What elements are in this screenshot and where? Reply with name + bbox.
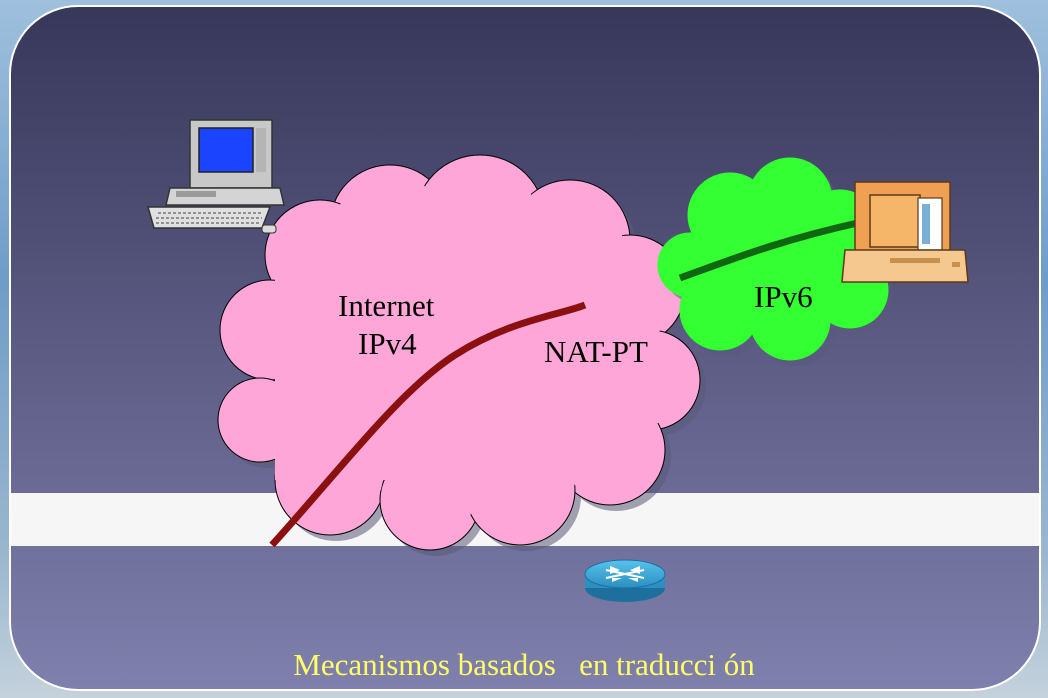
ipv4-link-line — [269, 301, 587, 548]
ipv6-cloud-label: IPv6 — [754, 279, 813, 314]
ipv4-cloud-label-line2: IPv4 — [358, 326, 417, 361]
router-icon — [584, 559, 666, 602]
slide-caption: Mecanismos basados en traducci ón — [293, 647, 755, 682]
ipv6-computer-icon — [841, 181, 969, 283]
ipv4-cloud-fill — [228, 166, 690, 540]
nat-pt-label: NAT-PT — [544, 334, 648, 369]
ipv6-link-line — [678, 218, 863, 282]
ipv4-cloud-label-line1: Internet — [338, 288, 435, 323]
desktop-computer-icon — [147, 119, 285, 234]
